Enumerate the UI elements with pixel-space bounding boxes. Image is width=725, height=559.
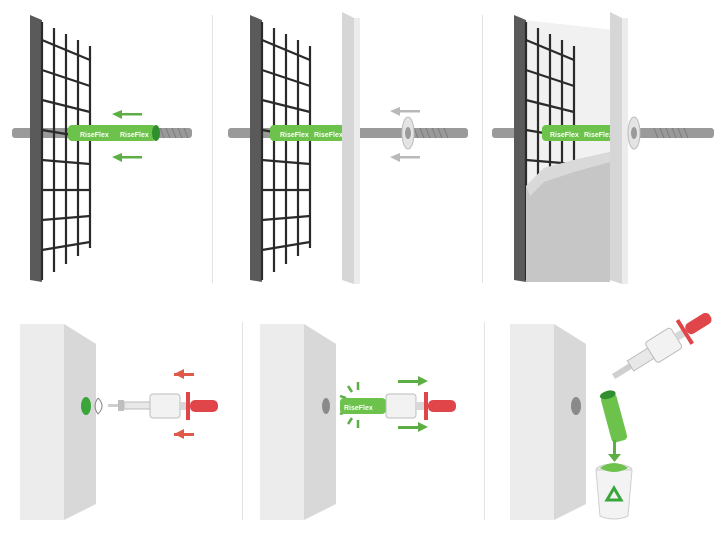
formwork-panel-icon (610, 12, 628, 284)
extraction-tool-icon (612, 312, 712, 380)
divider-1 (212, 15, 213, 283)
spiral-icon (94, 397, 103, 415)
divider-2 (482, 15, 483, 283)
arrow-down-icon (608, 440, 621, 462)
wall-hole (322, 398, 330, 414)
sleeve-icon: RiseFlex RiseFlex (542, 125, 616, 141)
sleeve-brand-label: RiseFlex (80, 132, 109, 139)
sleeve-brand-label: RiseFlex (314, 132, 343, 139)
arrow-right-icon (398, 376, 428, 386)
extraction-tool-icon (108, 392, 218, 420)
sleeve-brand-label: RiseFlex (584, 132, 613, 139)
rebar-mesh-icon (250, 15, 312, 282)
divider-3 (242, 322, 243, 520)
arrow-left-icon (112, 153, 142, 162)
arrow-right-icon (174, 369, 194, 379)
sleeve-brand-label: RiseFlex (344, 405, 373, 412)
arrow-right-icon (174, 429, 194, 439)
washer-icon (401, 116, 415, 150)
step-1-panel: RiseFlex RiseFlex (0, 0, 210, 290)
sleeve-icon (599, 390, 628, 443)
arrow-left-icon (112, 110, 142, 119)
arrow-left-icon (390, 153, 420, 162)
rebar-mesh-icon (30, 15, 92, 282)
recycle-icon (604, 485, 624, 502)
sleeve-icon: RiseFlex RiseFlex (68, 125, 160, 141)
sleeve-icon: RiseFlex (340, 398, 386, 414)
wall-hole (571, 397, 581, 415)
concrete-wall-icon (510, 324, 586, 520)
step-6-panel (486, 290, 725, 559)
arrow-left-icon (390, 107, 420, 116)
step-5-panel: RiseFlex (244, 300, 482, 559)
recycle-bin-icon (595, 463, 633, 520)
concrete-wall-icon (260, 324, 336, 520)
sleeve-brand-label: RiseFlex (280, 132, 309, 139)
formwork-panel-icon (342, 12, 360, 284)
sleeve-brand-label: RiseFlex (120, 132, 149, 139)
sleeve-icon: RiseFlex RiseFlex (270, 125, 346, 141)
sleeve-brand-label: RiseFlex (550, 132, 579, 139)
divider-4 (484, 322, 485, 520)
concrete-wall-icon (20, 324, 96, 520)
washer-icon (627, 116, 641, 150)
concrete-pour-icon (526, 152, 610, 282)
step-2-panel: RiseFlex RiseFlex (214, 0, 480, 290)
sleeve-icon (81, 397, 91, 415)
step-4-panel (0, 300, 240, 559)
extraction-tool-icon (385, 392, 456, 420)
arrow-right-icon (398, 422, 428, 432)
step-3-panel: RiseFlex RiseFlex (484, 0, 725, 290)
